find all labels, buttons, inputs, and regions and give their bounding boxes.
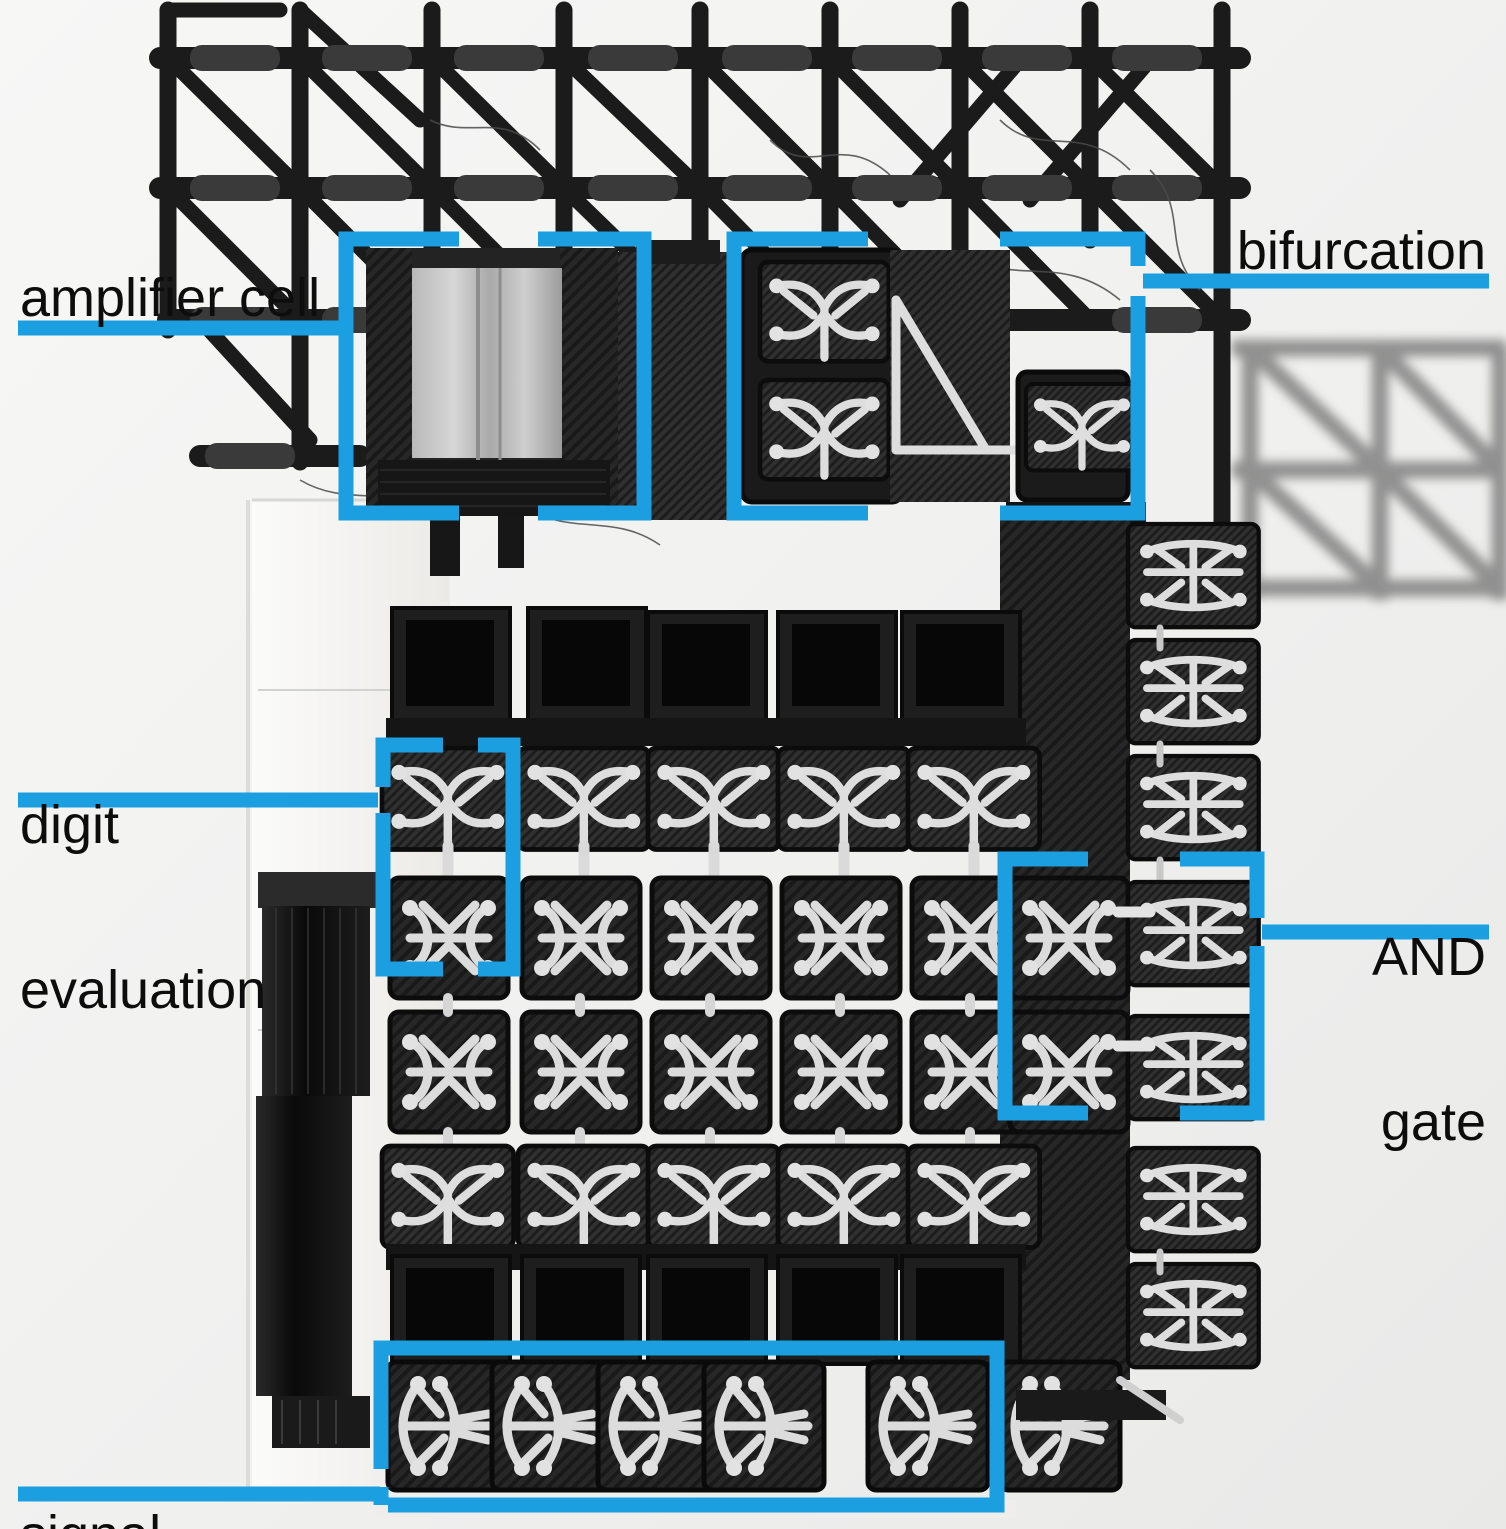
bracket-signal-transmission xyxy=(373,1340,1005,1513)
label-bifurcation: bifurcation xyxy=(1236,221,1486,281)
label-digit-evaluation-line2: evaluation xyxy=(20,960,267,1021)
bracket-digit-evaluation xyxy=(375,737,521,977)
bracket-bifurcation xyxy=(726,231,1146,521)
label-amplifier-cell: amplifier cell xyxy=(20,268,321,328)
label-and-gate: AND gate xyxy=(1372,820,1486,1261)
bracket-amplifier-cell xyxy=(338,231,652,521)
label-signal-transmission-line1: signal xyxy=(20,1508,323,1529)
label-signal-transmission: signal transmission xyxy=(20,1398,323,1529)
label-and-gate-line2: gate xyxy=(1380,1092,1486,1153)
label-digit-evaluation: digit evaluation xyxy=(20,688,266,1129)
bracket-and-gate xyxy=(997,851,1265,1121)
label-digit-evaluation-line1: digit xyxy=(20,795,120,856)
label-and-gate-line1: AND xyxy=(1371,927,1486,988)
